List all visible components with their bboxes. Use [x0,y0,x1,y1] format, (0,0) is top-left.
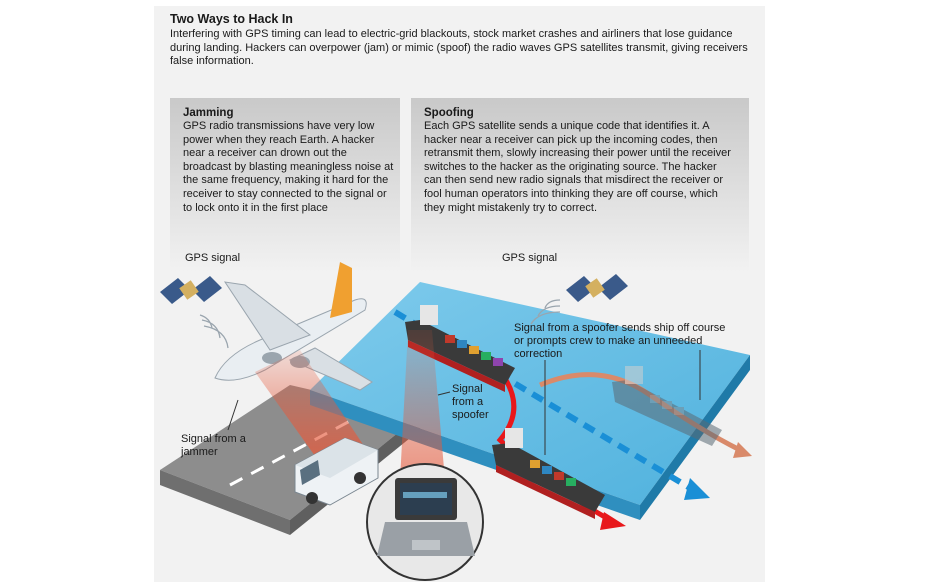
satellite-right [566,274,628,302]
intro-text: Interfering with GPS timing can lead to … [170,28,748,68]
spoofing-panel [411,98,749,273]
jammer-signal-label: Signal from a jammer [181,433,246,458]
spoofing-body: Each GPS satellite sends a unique code t… [424,120,731,214]
gps-signal-waves-left [199,314,229,349]
ship-off-course-label: Signal from a spoofer sends ship off cou… [514,322,726,360]
true-course-path [393,309,710,500]
jamming-body: GPS radio transmissions have very low po… [183,120,394,214]
leader-lines [227,350,701,455]
cargo-ship-ghost [612,366,722,446]
page-title: Two Ways to Hack In [170,12,293,26]
hacker-laptop [366,463,484,581]
jamming-panel [170,98,400,273]
gps-signal-label-left: GPS signal [185,252,241,264]
satellite-left [160,276,222,304]
gps-signal-label-right: GPS signal [502,252,558,264]
jamming-title: Jamming [183,107,234,119]
spoofing-title: Spoofing [424,107,474,119]
spoofer-signal-beam [400,330,445,480]
jammer-van [294,437,379,506]
gps-signal-waves-right [530,299,561,325]
spoofer-signal-label: Signal from a spoofer [452,383,489,421]
cargo-ship-spoofed [492,428,605,519]
